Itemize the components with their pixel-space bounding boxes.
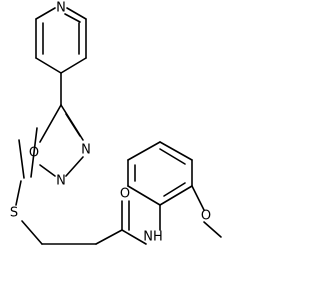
double-bond: [65, 113, 81, 137]
bond: [121, 229, 147, 245]
pyridine-ring: [35, 7, 87, 74]
bond: [39, 164, 56, 177]
sulfur-label: S: [10, 206, 18, 221]
atom-labels: N O N N S O NH O: [10, 1, 211, 245]
bond: [30, 127, 38, 178]
bond: [127, 141, 161, 161]
double-bond: [163, 182, 186, 197]
bond: [203, 221, 222, 238]
pyridine-nitrogen-label: N: [56, 1, 66, 16]
carbonyl-oxygen-label: O: [120, 187, 130, 202]
oxadiazole-oxygen-label: O: [29, 146, 39, 161]
double-bond: [64, 13, 81, 23]
bond: [159, 141, 193, 161]
oxadiazole-nitrogen-label: N: [81, 143, 91, 158]
bond: [65, 156, 84, 177]
bond: [95, 229, 123, 245]
molecule-canvas: N O N N S O NH O: [9, 0, 222, 245]
bond: [21, 220, 43, 245]
bond: [35, 7, 56, 20]
bond: [191, 185, 205, 211]
oxadiazole-ring: [18, 104, 84, 179]
propanamide-chain: [21, 200, 147, 245]
bond: [66, 7, 87, 20]
oxadiazole-nitrogen-label: N: [56, 174, 66, 189]
bond: [39, 104, 62, 143]
structure-diagram: N O N N S O NH O: [10, 1, 222, 245]
amide-nitrogen-label: NH: [143, 230, 163, 245]
methoxyphenyl-ring: [127, 141, 193, 206]
bond: [60, 57, 87, 74]
methoxy-oxygen-label: O: [201, 209, 211, 224]
bond: [15, 180, 22, 206]
double-bond: [159, 148, 186, 165]
bond: [35, 57, 62, 74]
bond: [127, 185, 161, 206]
bond: [18, 139, 25, 179]
bond: [159, 185, 193, 206]
